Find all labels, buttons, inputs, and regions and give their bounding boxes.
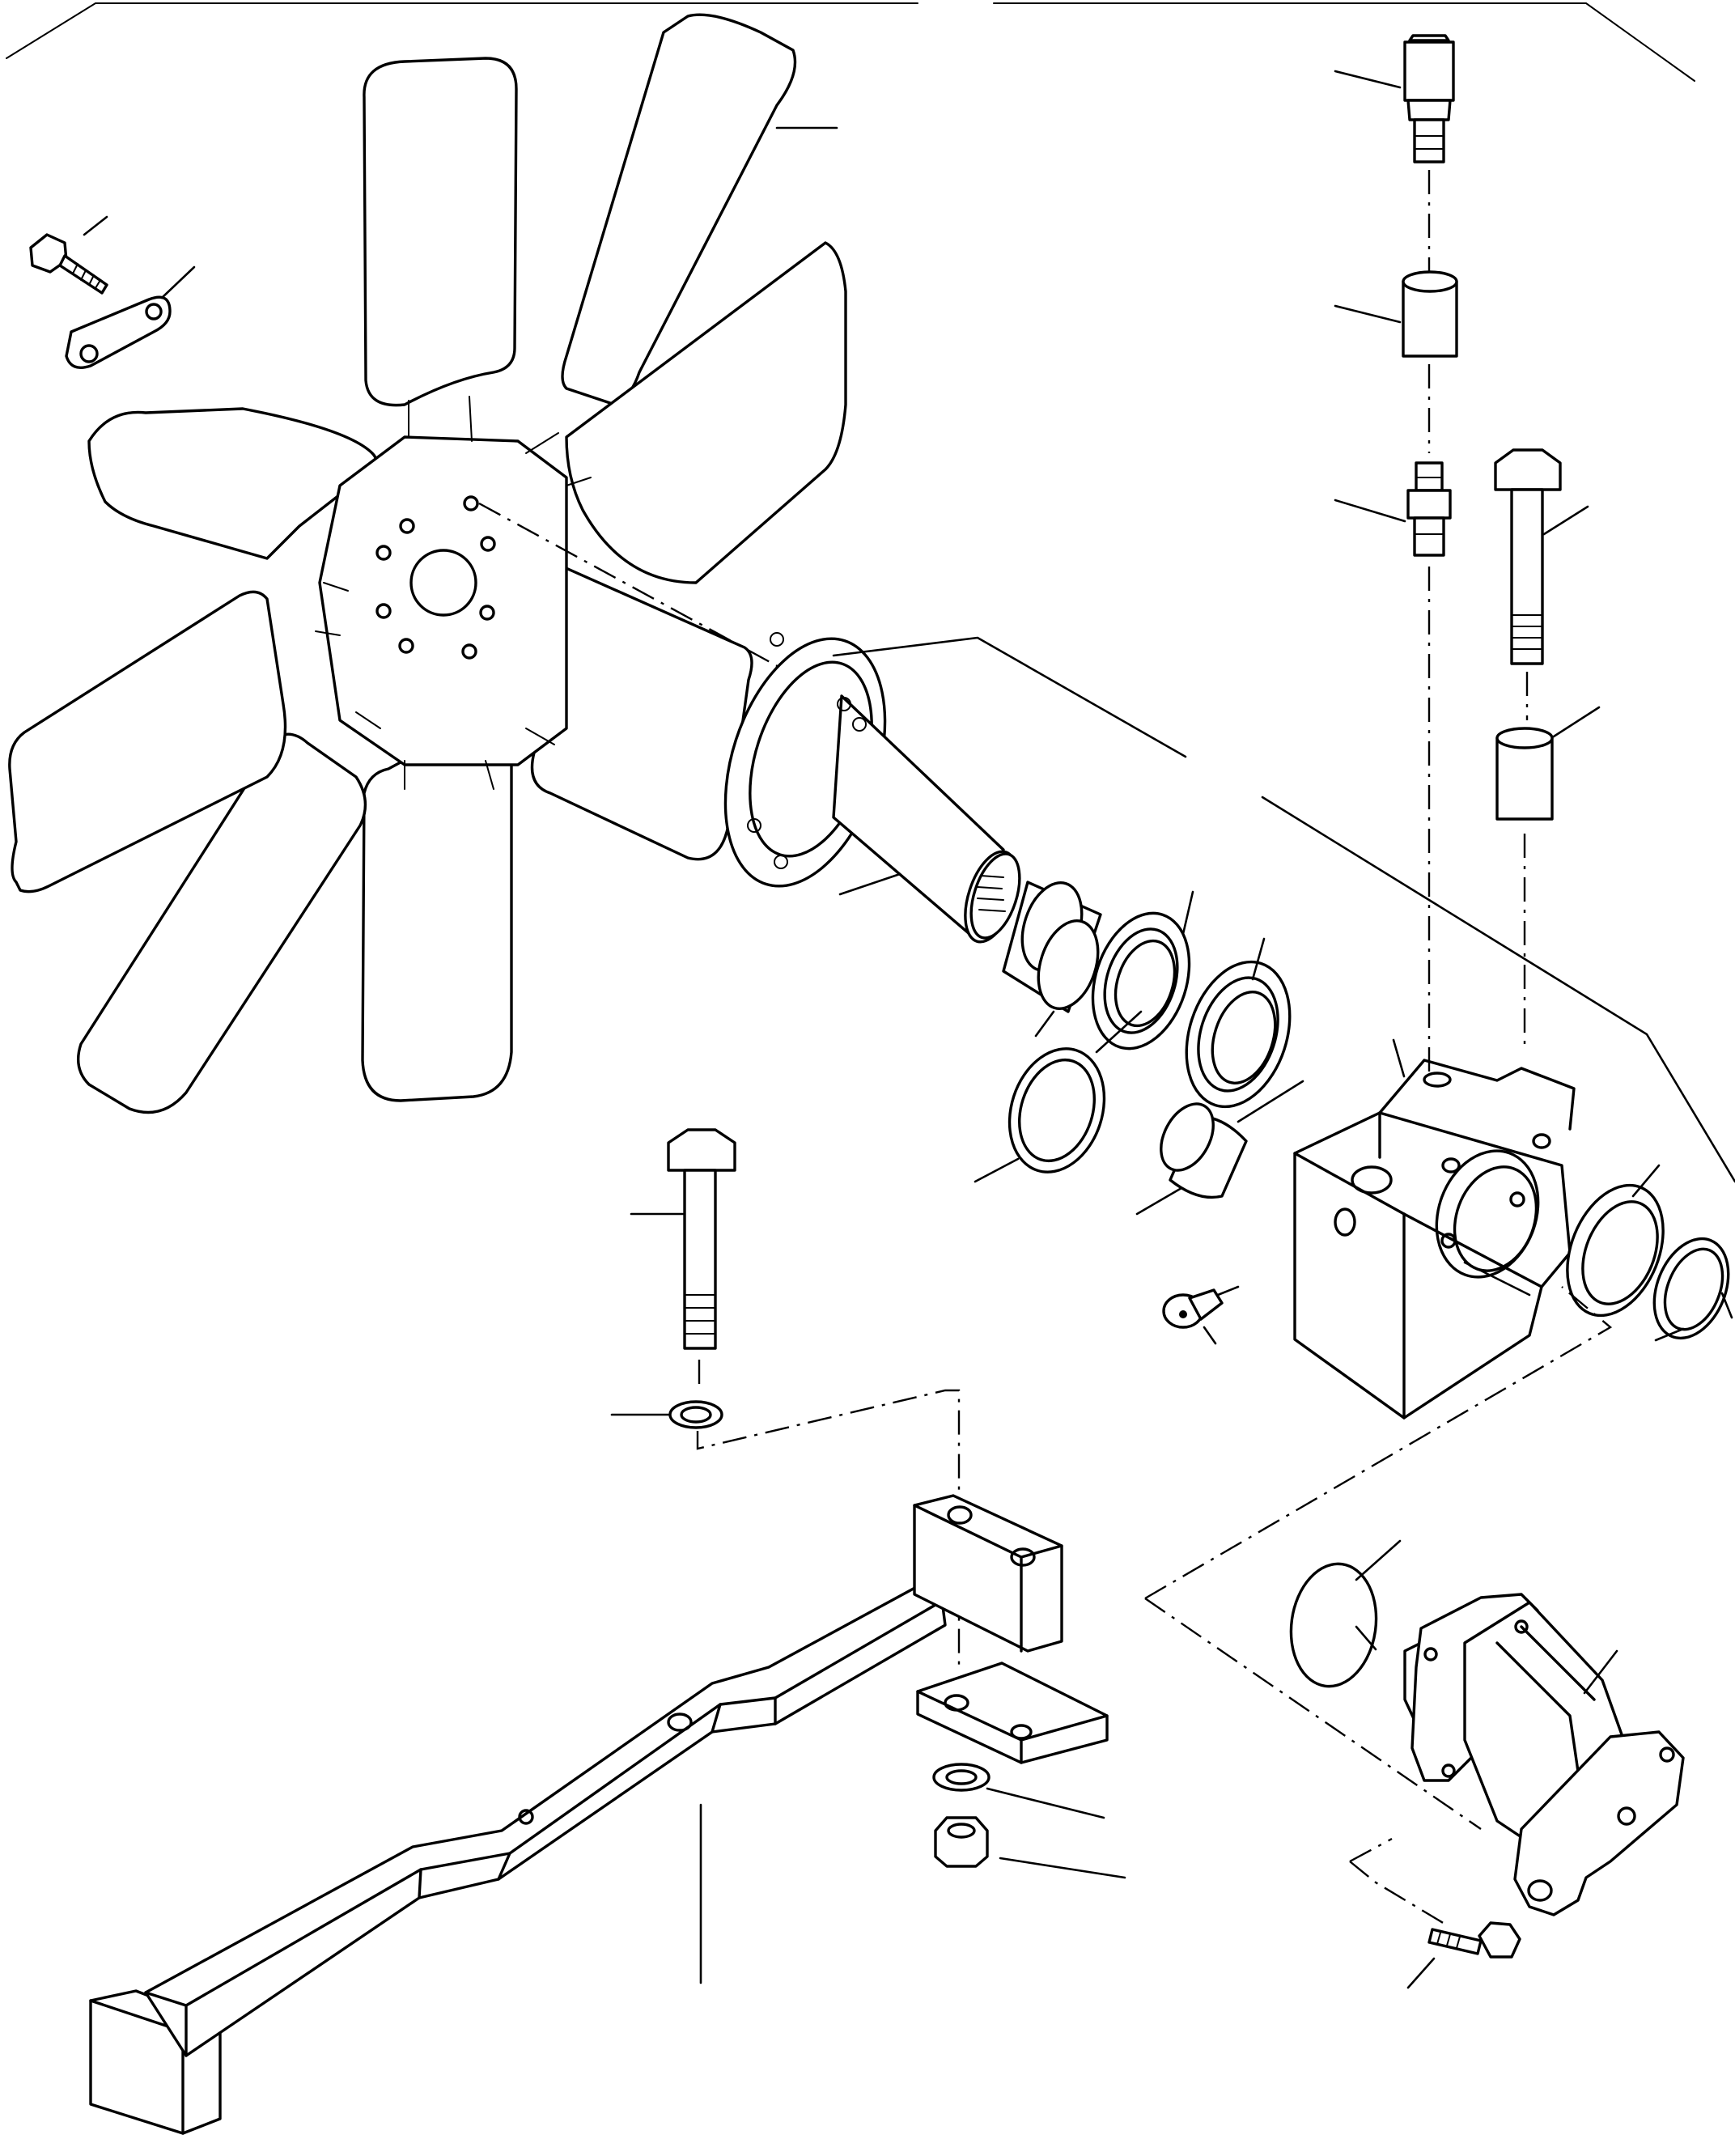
- needle-bearing: [969, 852, 1021, 940]
- washer: [932, 1763, 1105, 1819]
- grease-fitting: [1334, 34, 1455, 163]
- ball-bearing-2: [1185, 937, 1292, 1109]
- mount-bolt: [630, 1128, 736, 1350]
- snap-ring: [1652, 1237, 1733, 1342]
- motor-bolt: [1406, 1921, 1521, 1989]
- spacer: [1002, 881, 1102, 1038]
- hydraulic-motor: [1403, 1593, 1685, 1916]
- adapter: [1334, 461, 1452, 557]
- shim: [974, 1010, 1143, 1183]
- nut: [934, 1816, 1126, 1879]
- bearing-housing: [1293, 1038, 1576, 1420]
- plug: [1162, 1285, 1240, 1345]
- plate: [916, 1662, 1109, 1764]
- support-bracket: [89, 1494, 1063, 2135]
- centerline-washer-bracket: [696, 1389, 961, 1667]
- sleeve-lower: [1495, 706, 1601, 821]
- collar: [1135, 1080, 1304, 1216]
- centerline-motor-bolt: [1349, 1837, 1449, 1928]
- centerline-motor-housing: [1144, 1286, 1613, 1600]
- mount-washer: [610, 1400, 723, 1429]
- ball-bearing-3: [1566, 1164, 1665, 1318]
- fan-bolt: [29, 215, 108, 295]
- housing-bolt: [1494, 448, 1589, 665]
- lock-plate: [65, 265, 196, 369]
- sleeve-upper: [1334, 270, 1458, 358]
- leader-housing-lower: [1463, 1261, 1531, 1297]
- leader-hub: [832, 636, 1187, 758]
- fan: [8, 13, 847, 1114]
- frame-edge: [6, 2, 1695, 82]
- ball-bearing-1: [1091, 890, 1194, 1050]
- centerline-motor-flange: [1144, 1598, 1482, 1830]
- centerline-fan-hub: [478, 502, 818, 690]
- leader-housing: [1261, 796, 1735, 1183]
- o-ring: [1289, 1539, 1402, 1688]
- fan-hub-shaft: [723, 632, 1019, 944]
